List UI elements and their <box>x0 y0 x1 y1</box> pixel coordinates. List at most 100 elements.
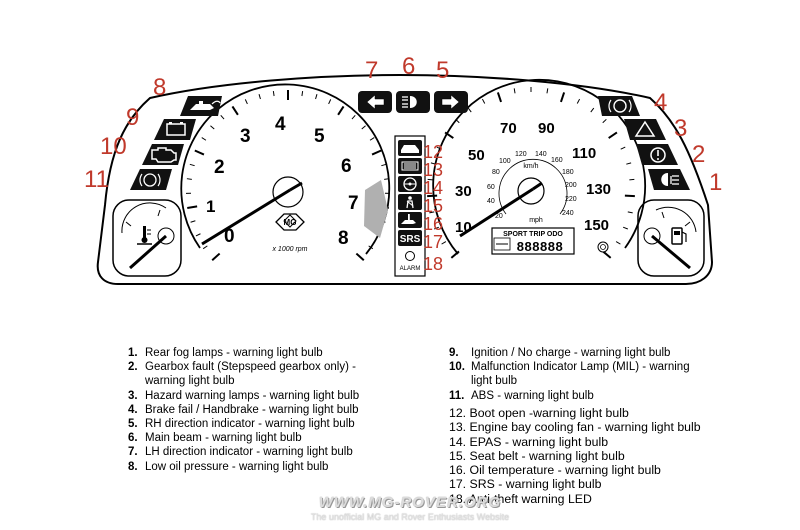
speedometer: 10 30 50 70 90 110 130 150 20 40 60 80 1… <box>427 78 647 259</box>
ignition-lamp <box>154 119 196 140</box>
minor-tick <box>369 137 375 141</box>
legend-number: 1. <box>128 347 138 359</box>
gearbox-warning-icon <box>650 147 666 163</box>
mph-label-110: 110 <box>572 145 596 162</box>
legend-item: 3.Hazard warning lamps - warning light b… <box>128 389 359 403</box>
minor-tick <box>351 114 356 120</box>
legend-item: 10.Malfunction Indicator Lamp (MIL) - wa… <box>449 360 690 374</box>
legend-item: light bulb <box>449 374 690 388</box>
legend-right: 9.Ignition / No charge - warning light b… <box>449 346 690 403</box>
brake-fail-lamp <box>598 96 640 116</box>
legend-text: ABS - warning light bulb <box>471 389 594 402</box>
major-tick <box>231 105 239 116</box>
lh-indicator-lamp <box>358 91 392 113</box>
legend-text: Hazard warning lamps - warning light bul… <box>145 389 360 402</box>
watermark-site: WWW.MG-ROVER.ORG <box>318 494 502 511</box>
kmh-label-220: 220 <box>565 196 577 203</box>
legend-number: 6. <box>128 432 138 445</box>
mg-badge-text: MG <box>284 218 297 227</box>
callout-14: 14 <box>423 178 443 198</box>
mph-label-70: 70 <box>500 120 517 137</box>
legend-number: 2. <box>128 361 138 374</box>
major-tick <box>496 92 503 103</box>
callout-3: 3 <box>674 115 687 142</box>
legend-number: 9. <box>449 347 459 359</box>
oil-temperature-icon <box>401 214 416 224</box>
legend-right-extra: 12. Boot open -warning light bulb 13. En… <box>449 406 701 506</box>
legend-item: 6.Main beam - warning light bulb <box>128 431 359 445</box>
callout-1: 1 <box>709 169 722 196</box>
minor-tick <box>434 226 440 230</box>
mg-badge: MG <box>275 213 305 231</box>
legend-item: 9.Ignition / No charge - warning light b… <box>449 346 690 360</box>
hazard-lamp <box>624 119 666 140</box>
minor-tick <box>615 241 621 245</box>
callout-7: 7 <box>365 57 378 84</box>
minor-tick <box>627 211 633 214</box>
center-warning-column: SRS ALARM <box>394 135 426 277</box>
major-tick <box>355 252 365 261</box>
hazard-triangle-icon <box>634 120 656 137</box>
coolant-temp-icon <box>137 226 152 245</box>
minor-tick <box>272 90 275 97</box>
legend-number <box>128 374 145 388</box>
legend-number: 5. <box>128 418 138 431</box>
minor-tick <box>430 162 436 165</box>
callout-13: 13 <box>423 160 443 180</box>
odometer-mode-label: SPORT TRIP ODO <box>503 231 563 238</box>
tach-tick-label-5: 5 <box>314 126 325 147</box>
rh-indicator-lamp <box>434 91 468 113</box>
legend-number: 10. <box>449 361 465 374</box>
major-tick <box>187 205 198 209</box>
minor-tick <box>513 88 516 94</box>
minor-tick <box>195 233 201 237</box>
steering-wheel-icon <box>403 177 417 191</box>
mph-label-150: 150 <box>584 217 609 234</box>
callout-18: 18 <box>423 254 443 274</box>
callout-5: 5 <box>436 57 449 84</box>
legend-left: 1.Rear fog lamps - warning light bulb 2.… <box>128 346 359 474</box>
minor-tick <box>481 98 486 104</box>
legend-number: 11. <box>449 389 465 402</box>
mph-label-30: 30 <box>455 183 472 200</box>
legend-item: 7.LH direction indicator - warning light… <box>128 445 359 459</box>
legend-item: 12. Boot open -warning light bulb <box>449 406 629 420</box>
minor-tick <box>620 146 626 150</box>
engine-icon <box>151 147 177 163</box>
minor-tick <box>368 245 374 250</box>
callout-6: 6 <box>402 53 415 80</box>
mph-label-90: 90 <box>538 120 555 137</box>
tachometer: 0 1 2 3 4 5 6 7 8 MG x 1000 rpm <box>180 83 391 261</box>
major-tick <box>337 105 345 116</box>
legend-item: 14. EPAS - warning light bulb <box>449 434 609 449</box>
callout-10: 10 <box>100 133 127 160</box>
kmh-label-60: 60 <box>487 184 495 191</box>
kmh-label-160: 160 <box>551 157 563 164</box>
legend-text: Gearbox fault (Stepspeed gearbox only) - <box>145 361 356 374</box>
minor-tick <box>210 125 215 130</box>
callout-15: 15 <box>423 196 443 216</box>
legend-text: warning light bulb <box>145 375 235 388</box>
kmh-label-100: 100 <box>499 158 511 165</box>
odometer-digits: 888888 <box>517 239 563 254</box>
minor-tick <box>244 99 248 105</box>
legend-text: LH direction indicator - warning light b… <box>145 446 353 459</box>
tach-tick-label-8: 8 <box>338 228 349 249</box>
tachometer-redline <box>364 180 388 238</box>
minor-tick <box>201 137 207 141</box>
kmh-label-200: 200 <box>565 182 577 189</box>
main-beam-icon <box>402 96 417 108</box>
legend-item: 2. Gearbox fault (Stepspeed gearbox only)… <box>128 360 359 374</box>
minor-tick <box>436 146 442 150</box>
abs-icon <box>139 173 161 187</box>
minor-tick <box>602 118 607 124</box>
callout-8: 8 <box>153 74 166 101</box>
minor-tick <box>441 241 447 245</box>
temperature-gauge <box>112 199 182 277</box>
callout-17: 17 <box>423 232 443 252</box>
watermark-tagline: The unofficial MG and Rover Enthusiasts … <box>310 512 510 522</box>
legend-item: warning light bulb <box>128 374 359 388</box>
minor-tick <box>258 94 261 100</box>
mph-unit-label: mph <box>529 217 543 224</box>
legend-item: 18. Anti-theft warning LED <box>449 491 592 506</box>
